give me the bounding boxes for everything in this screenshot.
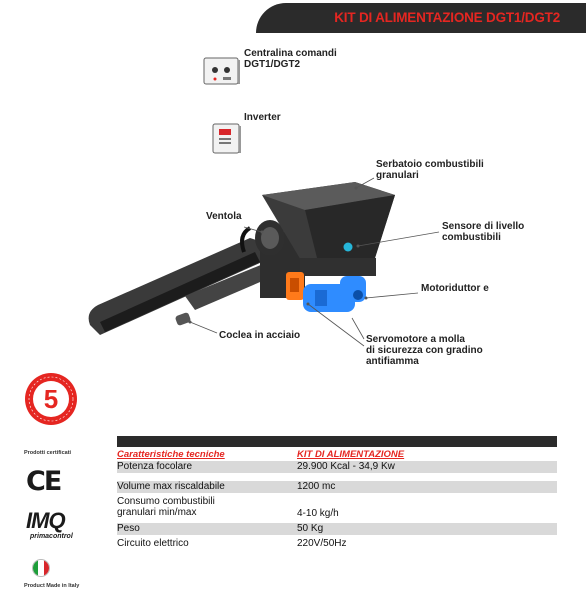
imq-logo: IMQ [26, 508, 66, 533]
feeding-kit-diagram [88, 177, 440, 347]
page-title: KIT DI ALIMENTAZIONE DGT1/DGT2 [334, 10, 560, 25]
leader-lines [189, 177, 440, 347]
spec-label-line: Peso [117, 523, 140, 534]
spec-label: Volume max riscaldabile [117, 481, 225, 492]
specs-table: Caratteristiche tecniche KIT DI ALIMENTA… [117, 436, 557, 550]
spec-value: 1200 mc [297, 481, 336, 492]
spec-label: Peso [117, 523, 140, 534]
spec-label-line: Volume max riscaldabile [117, 481, 225, 492]
specs-header-right: KIT DI ALIMENTAZIONE [297, 449, 405, 460]
specs-header-left: Caratteristiche tecniche [117, 449, 225, 460]
tank-image [262, 182, 395, 276]
certified-products-label: Prodotti certificati [24, 450, 72, 456]
spec-value: 29.900 Kcal - 34,9 Kw [297, 461, 395, 472]
header-banner: KIT DI ALIMENTAZIONE DGT1/DGT2 [256, 3, 586, 33]
label-fan: Ventola [206, 211, 242, 222]
spec-label: Circuito elettrico [117, 538, 189, 549]
control-unit-image [203, 57, 240, 85]
fan-image [240, 220, 285, 256]
inverter-image [212, 123, 241, 154]
label-auger: Coclea in acciaio [219, 330, 301, 341]
spec-value: 50 Kg [297, 523, 324, 534]
spec-label-line: granulari min/max [117, 507, 197, 518]
five-year-badge: 5 [25, 373, 77, 425]
spec-label-line: Potenza focolare [117, 461, 193, 472]
imq-subtitle: primacontrol [30, 533, 73, 540]
spec-row: Circuito elettrico 220V/50Hz [117, 538, 557, 550]
badge-number: 5 [44, 384, 58, 414]
level-sensor-image [343, 242, 353, 252]
spec-value: 4-10 kg/h [297, 508, 339, 519]
specs-header: Caratteristiche tecniche KIT DI ALIMENTA… [117, 447, 557, 461]
spec-row: Peso 50 Kg [117, 523, 557, 535]
label-inverter: Inverter [244, 112, 281, 123]
spec-label-line: Circuito elettrico [117, 538, 189, 549]
made-in-italy-label: Product Made in Italy [24, 583, 80, 589]
spec-label-line: Consumo combustibili [117, 496, 215, 507]
spec-label: Potenza focolare [117, 461, 192, 472]
auger-image [88, 238, 288, 335]
specs-top-bar [117, 436, 557, 447]
spec-row: Potenza focolare 29.900 Kcal - 34,9 Kw [117, 461, 557, 473]
label-gearmotor: Motoriduttor e [421, 283, 489, 294]
gearmotor-image [303, 276, 366, 312]
ce-mark: CE [26, 466, 62, 497]
italian-flag-icon [32, 559, 50, 577]
spec-row: Volume max riscaldabile 1200 mc [117, 481, 557, 493]
spec-value: 220V/50Hz [297, 538, 347, 549]
